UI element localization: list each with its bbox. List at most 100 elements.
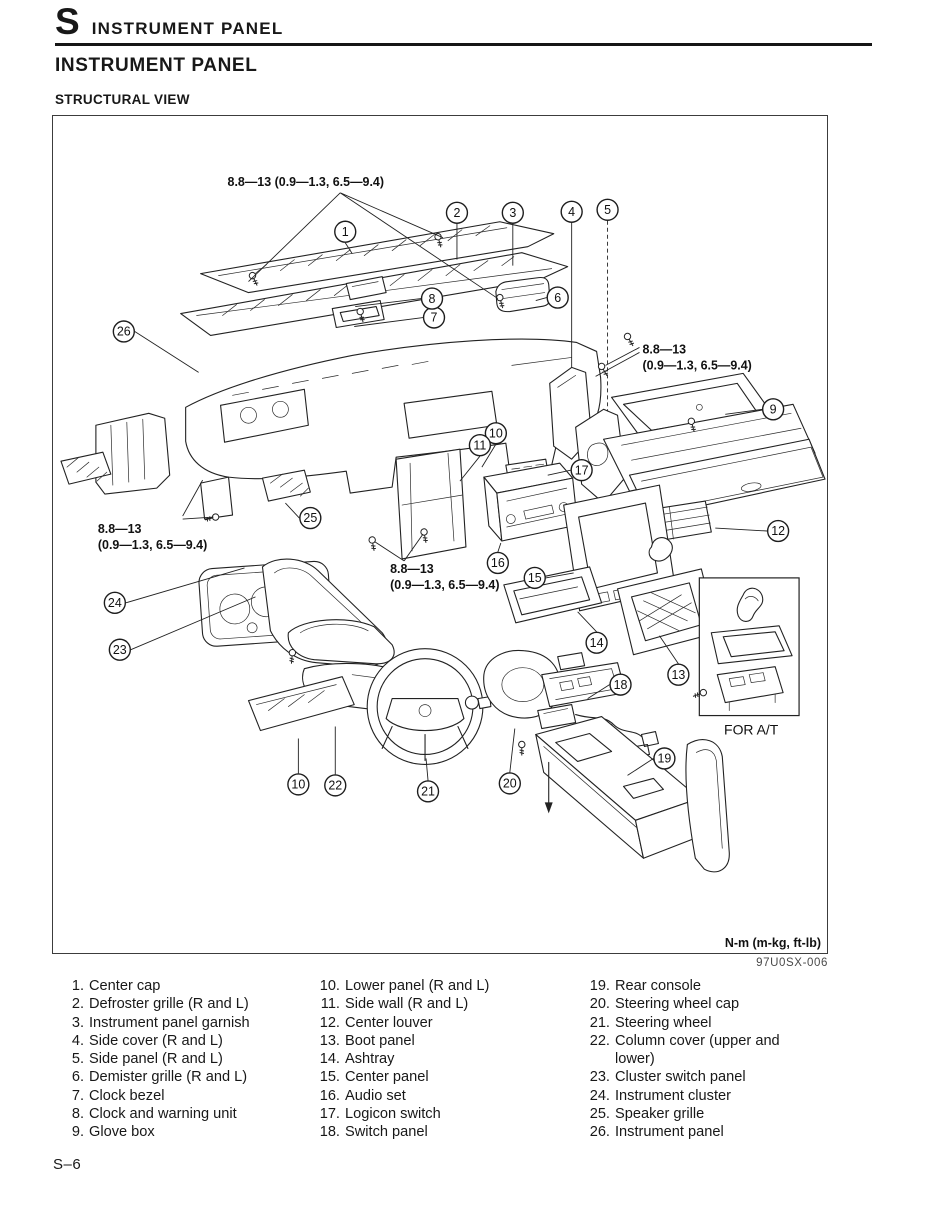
part-label: Instrument cluster bbox=[615, 1087, 731, 1104]
part-number: 21. bbox=[589, 1014, 610, 1031]
callout-17: 17 bbox=[570, 458, 593, 482]
steering-wheel-drawing bbox=[366, 648, 492, 765]
part-number: 23. bbox=[589, 1069, 610, 1086]
svg-text:10: 10 bbox=[291, 778, 305, 792]
parts-list-item: 26.Instrument panel bbox=[583, 1123, 895, 1141]
part-label: Speaker grille bbox=[615, 1106, 705, 1123]
section-header: S INSTRUMENT PANEL bbox=[55, 0, 283, 44]
callout-15: 15 bbox=[523, 566, 546, 590]
part-number: 24. bbox=[589, 1087, 610, 1104]
parts-list-item: 22.Column cover (upper and lower) bbox=[583, 1032, 895, 1069]
part-label: Demister grille (R and L) bbox=[89, 1069, 248, 1086]
callout-12: 12 bbox=[766, 519, 790, 543]
part-label: Logicon switch bbox=[345, 1106, 441, 1123]
svg-text:24: 24 bbox=[108, 596, 122, 610]
part-number: 6. bbox=[71, 1069, 84, 1086]
svg-text:16: 16 bbox=[491, 556, 505, 570]
callout-8: 8 bbox=[420, 287, 444, 310]
callout-24: 24 bbox=[103, 591, 127, 615]
side-vent-drawing bbox=[60, 412, 171, 495]
svg-text:4: 4 bbox=[568, 205, 575, 219]
parts-list-item: 15.Center panel bbox=[313, 1068, 569, 1086]
part-label: Center panel bbox=[345, 1069, 429, 1086]
svg-text:3: 3 bbox=[509, 206, 516, 220]
part-label: Boot panel bbox=[345, 1032, 415, 1049]
side-cover-panel-drawing bbox=[549, 366, 627, 504]
part-number: 12. bbox=[319, 1014, 340, 1031]
parts-list-item: 17.Logicon switch bbox=[313, 1105, 569, 1123]
svg-text:19: 19 bbox=[657, 752, 671, 766]
part-number: 7. bbox=[71, 1087, 84, 1104]
ashtray-drawing bbox=[503, 566, 603, 624]
part-number: 5. bbox=[71, 1051, 84, 1068]
svg-text:23: 23 bbox=[113, 643, 127, 657]
part-number: 9. bbox=[71, 1124, 84, 1141]
instrument-panel-body-drawing bbox=[185, 338, 602, 560]
torque-note: 8.8—13(0.9—1.3, 6.5—9.4) bbox=[642, 342, 751, 372]
parts-list-item: 20.Steering wheel cap bbox=[583, 995, 895, 1013]
callout-25: 25 bbox=[299, 506, 322, 530]
parts-list-item: 13.Boot panel bbox=[313, 1032, 569, 1050]
torque-note: 8.8—13(0.9—1.3, 6.5—9.4) bbox=[98, 522, 207, 552]
svg-text:5: 5 bbox=[604, 203, 611, 217]
parts-list-item: 4.Side cover (R and L) bbox=[57, 1032, 309, 1050]
part-label: Audio set bbox=[345, 1087, 406, 1104]
svg-text:8: 8 bbox=[429, 292, 436, 306]
section-letter: S bbox=[55, 1, 81, 42]
callout-10: 10 bbox=[287, 773, 310, 796]
parts-list-item: 7. Clock bezel bbox=[57, 1087, 309, 1105]
callout-13: 13 bbox=[667, 663, 690, 686]
part-number: 14. bbox=[319, 1051, 340, 1068]
parts-list-item: 25.Speaker grille bbox=[583, 1105, 895, 1123]
page-heading: INSTRUMENT PANEL bbox=[55, 55, 258, 76]
demister-grille-drawing bbox=[495, 276, 551, 313]
for-at-label: FOR A/T bbox=[724, 722, 779, 738]
parts-list-item: 9. Glove box bbox=[57, 1123, 309, 1141]
callout-16: 16 bbox=[486, 551, 510, 575]
callout-18: 18 bbox=[609, 673, 632, 696]
part-number: 19. bbox=[589, 978, 610, 994]
rear-console-drawing bbox=[535, 716, 730, 873]
callout-21: 21 bbox=[416, 780, 440, 803]
part-label: Clock and warning unit bbox=[89, 1106, 237, 1123]
part-label: Glove box bbox=[89, 1124, 155, 1141]
part-label: Instrument panel bbox=[615, 1124, 724, 1141]
parts-list-item: 11.Side wall (R and L) bbox=[313, 995, 569, 1013]
part-label: Ashtray bbox=[345, 1051, 395, 1068]
part-label: Steering wheel cap bbox=[615, 996, 740, 1013]
parts-list-item: 5. Side panel (R and L) bbox=[57, 1050, 309, 1068]
parts-list-item: 16.Audio set bbox=[313, 1087, 569, 1105]
for-at-inset: FOR A/T bbox=[691, 577, 800, 738]
svg-text:21: 21 bbox=[421, 785, 435, 799]
part-label: Rear console bbox=[615, 978, 701, 994]
parts-list-item: 18.Switch panel bbox=[313, 1123, 569, 1141]
parts-list-item: 1.Center cap bbox=[57, 977, 309, 995]
section-title: INSTRUMENT PANEL bbox=[91, 19, 284, 38]
parts-list-item: 24. Instrument cluster bbox=[583, 1087, 895, 1105]
callout-9: 9 bbox=[761, 398, 785, 421]
svg-text:1: 1 bbox=[342, 225, 349, 239]
parts-list-item: 10.Lower panel (R and L) bbox=[313, 977, 569, 995]
svg-text:15: 15 bbox=[528, 571, 542, 585]
part-label: Center cap bbox=[89, 978, 161, 994]
callout-3: 3 bbox=[501, 201, 524, 224]
callout-2: 2 bbox=[445, 201, 469, 224]
figure-code: 97U0SX-006 bbox=[756, 957, 828, 969]
callout-10: 10 bbox=[484, 422, 508, 445]
callout-23: 23 bbox=[108, 638, 131, 661]
part-label: Side panel (R and L) bbox=[89, 1051, 223, 1068]
diagram-frame: FOR A/T bbox=[52, 115, 828, 954]
annotation-lines bbox=[182, 192, 640, 562]
svg-text:12: 12 bbox=[771, 524, 785, 538]
part-label: Clock bezel bbox=[89, 1087, 165, 1104]
part-number: 8. bbox=[71, 1106, 84, 1123]
page-number: S–6 bbox=[53, 1156, 82, 1173]
svg-text:6: 6 bbox=[554, 291, 561, 305]
svg-text:18: 18 bbox=[614, 678, 628, 692]
callout-19: 19 bbox=[653, 747, 676, 770]
part-number: 3. bbox=[71, 1014, 84, 1031]
lower-panel-drawing bbox=[247, 676, 355, 732]
